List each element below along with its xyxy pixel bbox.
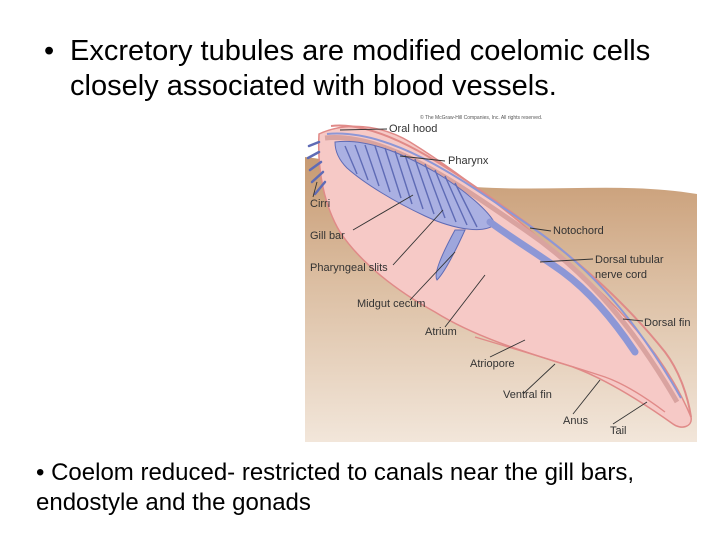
label-atriopore: Atriopore (470, 358, 515, 370)
midgut-cecum (435, 229, 466, 281)
cirri (306, 140, 327, 196)
label-tail: Tail (610, 425, 627, 437)
bullet-marker: • (44, 35, 55, 67)
label-dorsal-fin: Dorsal fin (644, 317, 690, 329)
label-gill-bar: Gill bar (310, 230, 345, 242)
leader-lines (312, 128, 648, 425)
label-ventral-fin: Ventral fin (503, 389, 552, 401)
label-cirri: Cirri (310, 198, 330, 210)
ventral-fin-ridge (474, 336, 666, 413)
label-midgut-cecum: Midgut cecum (357, 298, 425, 310)
label-atrium: Atrium (425, 326, 457, 338)
label-pharyngeal-slits: Pharyngeal slits (310, 262, 388, 274)
bullet-text-1: Excretory tubules are modified coelomic … (70, 35, 651, 102)
intestine (486, 218, 639, 356)
gill-bars (344, 144, 478, 228)
label-dorsal-tubular: Dorsal tubular (595, 254, 664, 266)
bullet-text-2: Coelom reduced- restricted to canals nea… (36, 459, 635, 516)
nerve-cord (326, 132, 682, 399)
amphioxus-illustration: © The McGraw-Hill Companies, Inc. All ri… (305, 114, 697, 442)
bullet-point-2: • Coelom reduced- restricted to canals n… (36, 458, 696, 518)
amphioxus-diagram: © The McGraw-Hill Companies, Inc. All ri… (305, 112, 697, 442)
label-anus: Anus (563, 415, 589, 427)
label-oral-hood: Oral hood (389, 123, 437, 135)
label-notochord: Notochord (553, 225, 604, 237)
copyright-notice: © The McGraw-Hill Companies, Inc. All ri… (420, 114, 542, 121)
label-nerve-cord: nerve cord (595, 269, 647, 281)
bullet-point-1: • Excretory tubules are modified coelomi… (44, 34, 704, 104)
notochord (324, 135, 680, 404)
label-pharynx: Pharynx (448, 155, 489, 167)
bullet-marker: • (36, 459, 45, 486)
